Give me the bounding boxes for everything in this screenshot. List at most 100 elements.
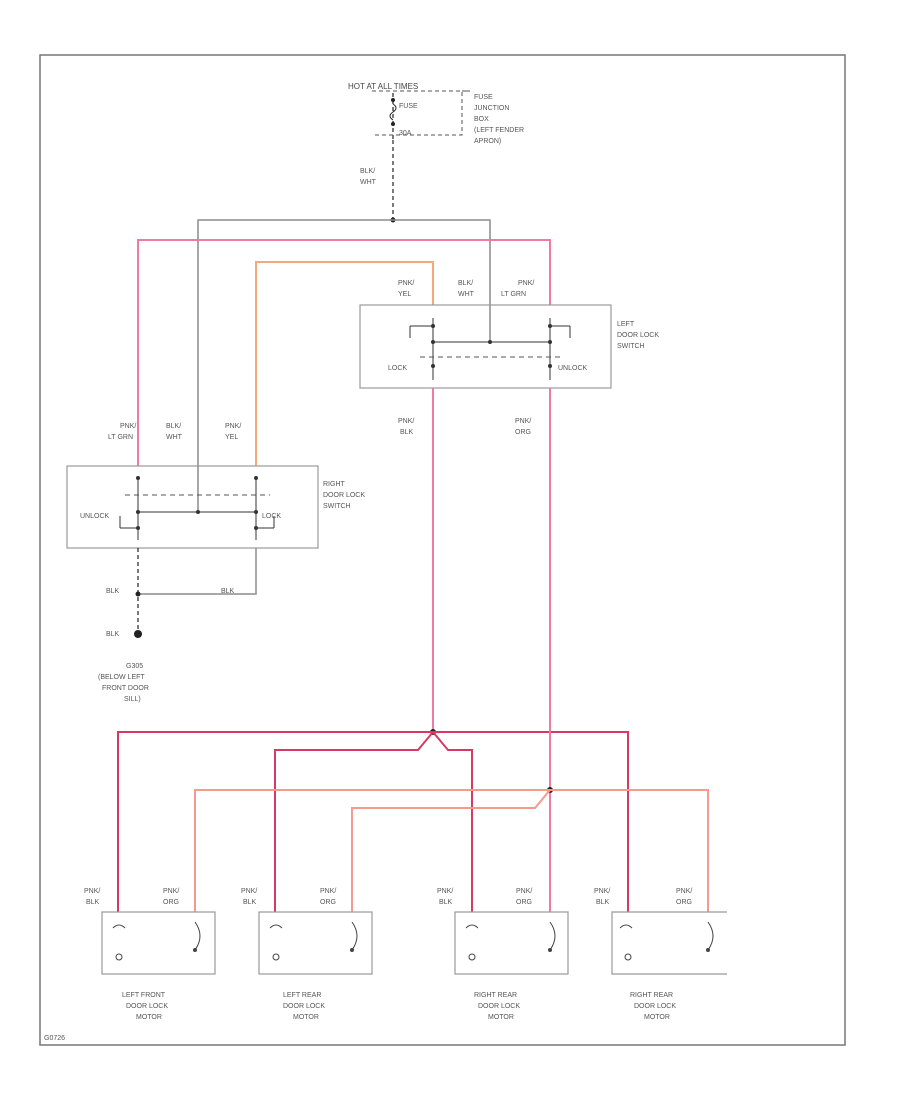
junction-box-line4: (LEFT FENDER — [474, 127, 524, 134]
svg-text:DOOR LOCK: DOOR LOCK — [634, 1003, 676, 1010]
left-switch-bottom-wire1-a: PNK/ — [398, 418, 414, 425]
svg-text:ORG: ORG — [676, 899, 692, 906]
right-switch-node-3 — [136, 526, 140, 530]
wire-pnk-org-to-rf — [550, 789, 709, 912]
left-switch-unlock-label: UNLOCK — [558, 365, 588, 372]
motor-right-rear-1: PNK/ BLK PNK/ ORG RIGHT REAR DOOR LOCK M… — [437, 888, 569, 1021]
feed-wire-label-2: WHT — [360, 179, 377, 186]
left-switch-node-7 — [548, 364, 552, 368]
right-switch-node-5 — [254, 476, 258, 480]
ground-wire-label-g: BLK — [106, 631, 120, 638]
svg-text:PNK/: PNK/ — [241, 888, 257, 895]
ground-id-3: FRONT DOOR — [102, 685, 149, 692]
left-switch-bottom-wire2-a: PNK/ — [515, 418, 531, 425]
svg-text:RIGHT REAR: RIGHT REAR — [474, 992, 517, 999]
svg-text:MOTOR: MOTOR — [136, 1014, 162, 1021]
svg-text:PNK/: PNK/ — [516, 888, 532, 895]
left-switch-node-1 — [431, 324, 435, 328]
left-switch-box — [359, 304, 612, 389]
junction-box-line3: BOX — [474, 116, 489, 123]
fuse-terminal-top — [391, 98, 395, 102]
left-switch-node-6 — [548, 340, 552, 344]
power-label: HOT AT ALL TIMES — [348, 82, 418, 91]
right-switch-wire2-b: WHT — [166, 434, 183, 441]
svg-text:BLK: BLK — [86, 899, 100, 906]
diagram-frame — [39, 54, 846, 1046]
left-switch-lock-label: LOCK — [388, 365, 407, 372]
ground-point — [134, 630, 142, 638]
wire-pnk-org-to-lf — [194, 789, 550, 912]
wire-pnk-yel — [255, 261, 434, 466]
gray-wire-to-left-switch — [393, 219, 491, 342]
svg-text:BLK: BLK — [243, 899, 257, 906]
svg-text:ORG: ORG — [516, 899, 532, 906]
svg-text:PNK/: PNK/ — [84, 888, 100, 895]
svg-text:BLK: BLK — [596, 899, 610, 906]
wire-pnk-lt-grn — [137, 239, 551, 466]
junction-box-line1: FUSE — [474, 94, 493, 101]
right-switch-wire2-a: BLK/ — [166, 423, 181, 430]
gray-wire-to-right-switch — [197, 219, 393, 512]
junction-box-line5: APRON) — [474, 138, 501, 145]
svg-text:PNK/: PNK/ — [163, 888, 179, 895]
wire-pnk-org-to-lr — [351, 789, 551, 912]
ground-id-4: SILL) — [124, 696, 141, 703]
right-switch-name-1: RIGHT — [323, 481, 346, 488]
wire-pnk-blk-to-rf — [433, 731, 629, 912]
right-switch-node-2 — [136, 510, 140, 514]
fuse-symbol — [389, 103, 397, 121]
right-switch-wire1-a: PNK/ — [120, 423, 136, 430]
ground-wire-label-left: BLK — [106, 588, 120, 595]
svg-text:DOOR LOCK: DOOR LOCK — [283, 1003, 325, 1010]
right-switch-box — [66, 465, 319, 549]
fuse-terminal-bottom — [391, 122, 395, 126]
junction-box-outline — [372, 90, 463, 136]
motor-right-rear-2: PNK/ BLK PNK/ ORG RIGHT REAR DOOR LOCK M… — [594, 888, 727, 1021]
left-switch-wire2-b: WHT — [458, 291, 475, 298]
right-switch-node-4 — [196, 510, 200, 514]
figure-code: G0726 — [44, 1035, 65, 1042]
junction-box-line2: JUNCTION — [474, 105, 509, 112]
motor-left-front: PNK/ BLK PNK/ ORG LEFT FRONT DOOR LOCK M… — [84, 888, 216, 1021]
svg-text:PNK/: PNK/ — [594, 888, 610, 895]
right-switch-unlock-label: UNLOCK — [80, 513, 110, 520]
svg-text:ORG: ORG — [320, 899, 336, 906]
svg-text:MOTOR: MOTOR — [488, 1014, 514, 1021]
left-switch-name-2: DOOR LOCK — [617, 332, 659, 339]
fuse-rating: 30A — [399, 130, 412, 137]
left-switch-wire3-b: LT GRN — [501, 291, 526, 298]
ground-wire-right — [138, 548, 257, 595]
right-switch-node-1 — [136, 476, 140, 480]
fuse-label: FUSE — [399, 103, 418, 110]
ground-splice — [135, 591, 141, 597]
left-switch-node-5 — [548, 324, 552, 328]
right-switch-lock-label: LOCK — [262, 513, 281, 520]
ground-id-2: (BELOW LEFT — [98, 674, 145, 681]
svg-text:LEFT REAR: LEFT REAR — [283, 992, 321, 999]
svg-text:MOTOR: MOTOR — [644, 1014, 670, 1021]
svg-text:ORG: ORG — [163, 899, 179, 906]
left-switch-name-3: SWITCH — [617, 343, 645, 350]
svg-text:DOOR LOCK: DOOR LOCK — [478, 1003, 520, 1010]
right-switch-name-2: DOOR LOCK — [323, 492, 365, 499]
right-switch-wire1-b: LT GRN — [108, 434, 133, 441]
left-switch-node-4 — [488, 340, 492, 344]
svg-text:PNK/: PNK/ — [676, 888, 692, 895]
feed-wire-label-1: BLK/ — [360, 168, 375, 175]
svg-text:PNK/: PNK/ — [320, 888, 336, 895]
left-switch-name-1: LEFT — [617, 321, 635, 328]
right-switch-name-3: SWITCH — [323, 503, 351, 510]
svg-text:MOTOR: MOTOR — [293, 1014, 319, 1021]
ground-id-1: G305 — [126, 663, 143, 670]
motor-left-rear: PNK/ BLK PNK/ ORG LEFT REAR DOOR LOCK MO… — [241, 888, 373, 1021]
left-switch-wire1-a: PNK/ — [398, 280, 414, 287]
left-switch-bottom-wire1-b: BLK — [400, 429, 414, 436]
left-switch-wire3-a: PNK/ — [518, 280, 534, 287]
right-switch-wire3-a: PNK/ — [225, 423, 241, 430]
right-switch-node-7 — [254, 526, 258, 530]
right-switch-wire3-b: YEL — [225, 434, 238, 441]
left-switch-node-2 — [431, 340, 435, 344]
left-switch-node-3 — [431, 364, 435, 368]
svg-text:DOOR LOCK: DOOR LOCK — [126, 1003, 168, 1010]
